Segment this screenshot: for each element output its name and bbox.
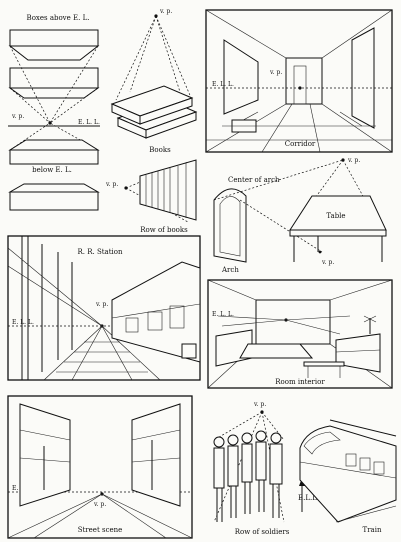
svg-text:v. p.: v. p. <box>347 157 360 164</box>
label-arch: Arch <box>221 266 239 274</box>
label-eli: E.L.L. <box>298 494 319 502</box>
label-boxes-above: Boxes above E. L. <box>27 14 90 22</box>
boxes-diagram: Boxes above E. L. v. p. E. L. L. below E… <box>8 14 100 211</box>
box-top <box>9 29 99 47</box>
svg-text:v. p.: v. p. <box>93 501 106 508</box>
svg-text:v. p.: v. p. <box>105 181 118 188</box>
coffee-table <box>239 343 314 359</box>
label-row-of-books: Row of books <box>140 226 188 234</box>
right-door <box>351 27 375 129</box>
arch <box>213 188 247 263</box>
label-below-el: below E. L. <box>32 166 72 174</box>
books-diagram: v. p. Books <box>110 8 198 154</box>
train-car <box>299 425 397 523</box>
box-below-1 <box>9 149 99 165</box>
svg-text:v. p.: v. p. <box>269 69 282 76</box>
cabinet <box>335 333 381 373</box>
svg-text:E. L. L.: E. L. L. <box>212 311 234 318</box>
svg-text:v. p.: v. p. <box>253 401 266 408</box>
label-train: Train <box>363 526 382 534</box>
row-of-soldiers-diagram: v. p. E.L.L. Row of soldiers <box>213 401 319 536</box>
label-table: Table <box>326 212 345 220</box>
label-vp-boxes: v. p. <box>11 113 24 120</box>
left-building <box>19 403 71 507</box>
right-building <box>131 403 181 507</box>
label-corridor: Corridor <box>285 140 316 148</box>
soldier-figures <box>213 430 283 522</box>
label-row-of-soldiers: Row of soldiers <box>235 528 290 536</box>
box-below-2 <box>9 191 99 211</box>
book-row <box>139 159 197 221</box>
svg-text:v. p.: v. p. <box>321 259 334 266</box>
svg-text:E. L. L.: E. L. L. <box>78 119 100 126</box>
svg-text:v. p.: v. p. <box>159 8 172 15</box>
room-interior-panel: E. L. L. Room interior <box>207 279 393 389</box>
label-rr-station: R. R. Station <box>78 248 123 256</box>
train-diagram: Train <box>299 419 397 534</box>
svg-text:E. L. L.: E. L. L. <box>12 319 34 326</box>
rr-station-panel: R. R. Station E. L. L. v. p. <box>7 235 201 381</box>
label-center-of-arch: Center of arch <box>228 176 280 184</box>
row-of-books-diagram: v. p. Row of books <box>105 159 197 234</box>
street-scene-panel: E. L. L. v. p. Street scene <box>7 395 193 539</box>
label-books: Books <box>149 146 171 154</box>
label-street-scene: Street scene <box>78 526 123 534</box>
svg-text:v. p.: v. p. <box>95 301 108 308</box>
svg-text:E. L. L.: E. L. L. <box>212 81 234 88</box>
corridor-panel: E. L. L. v. p. Corridor <box>205 9 393 153</box>
arch-table-diagram: v. p. Center of arch Arch Table v. p. <box>213 157 387 274</box>
label-room-interior: Room interior <box>275 378 325 386</box>
left-window <box>223 39 259 115</box>
